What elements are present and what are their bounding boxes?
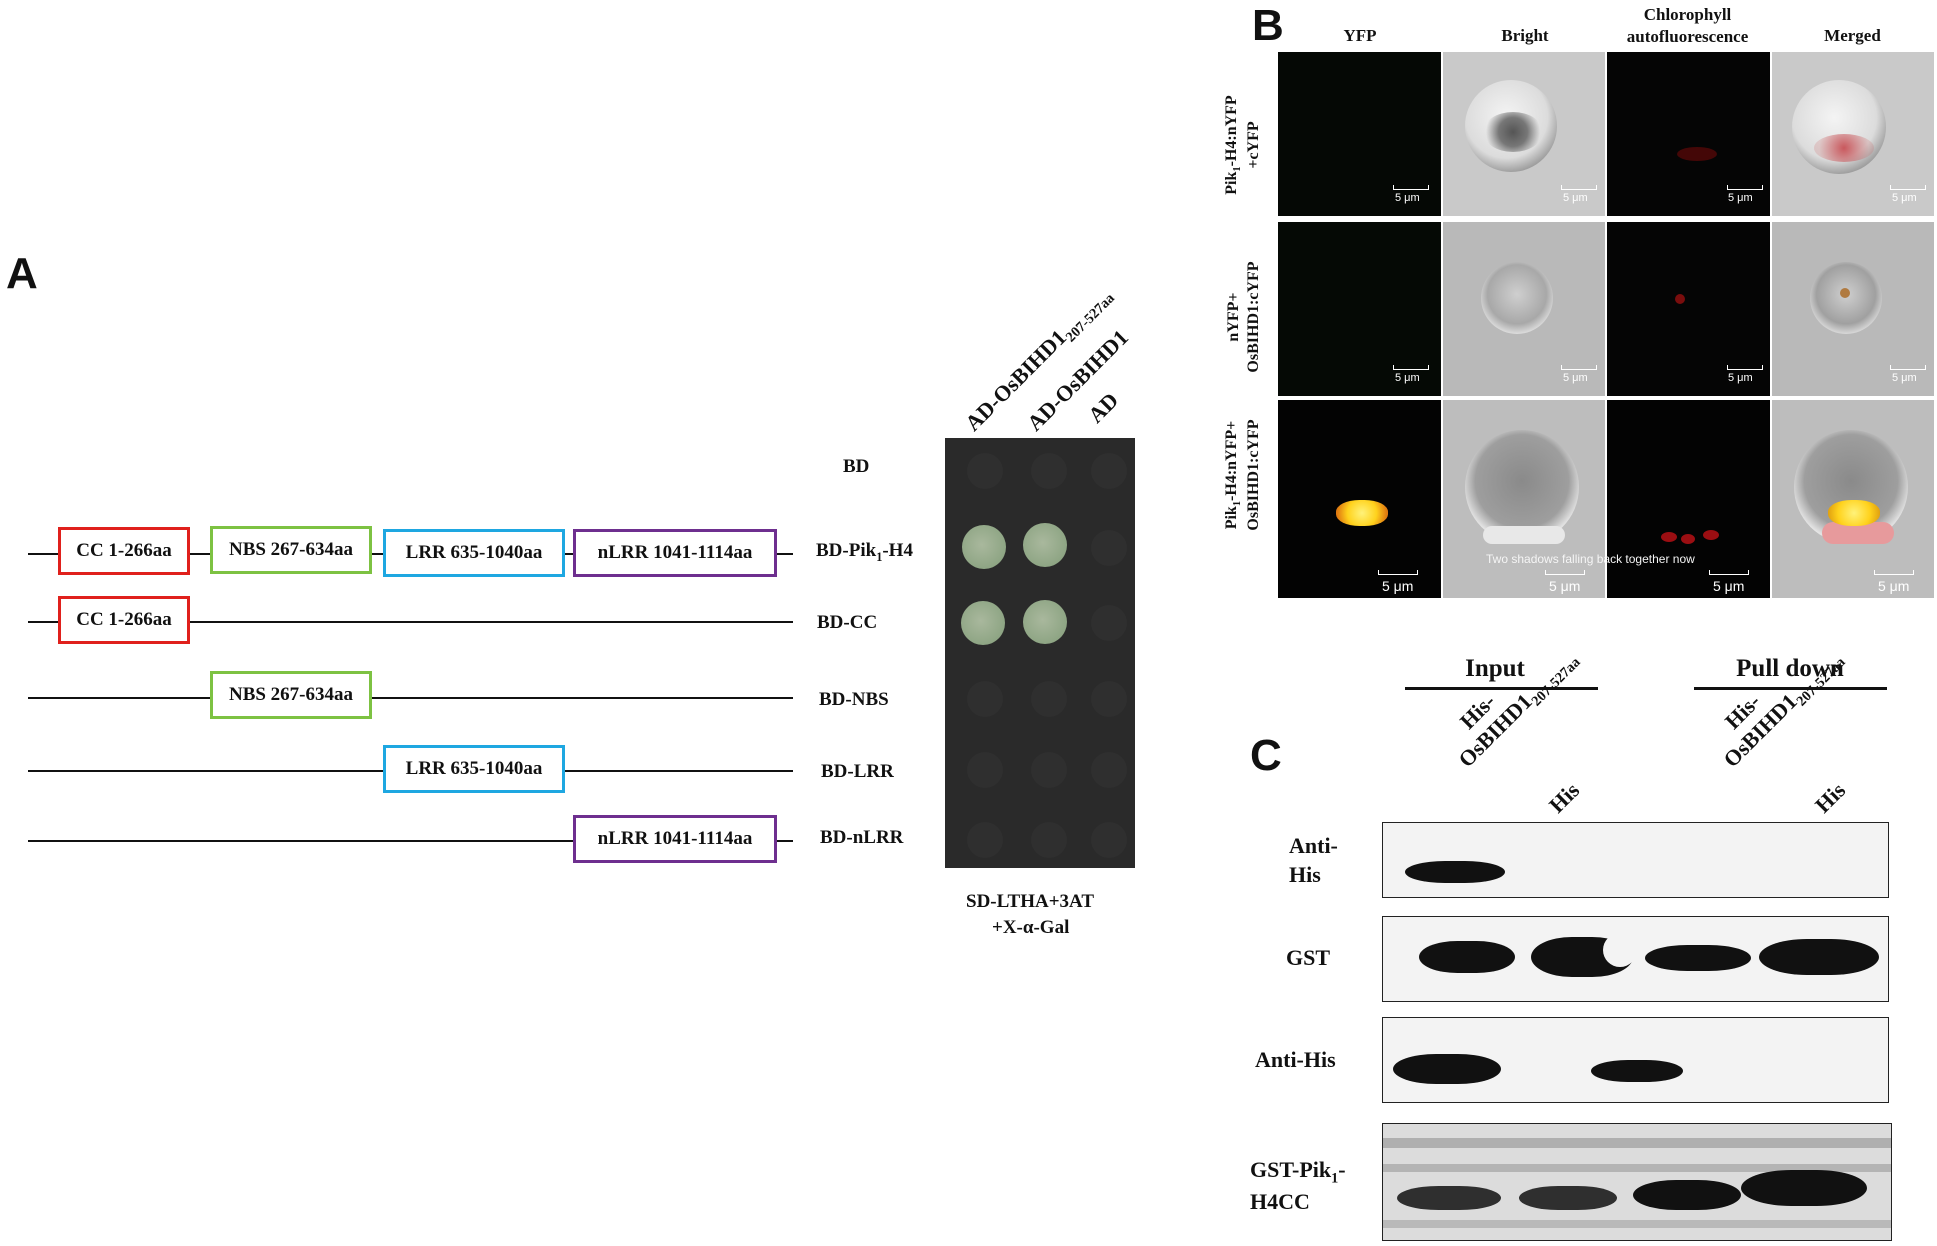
blot-gst (1382, 916, 1889, 1002)
colony-ghost (1091, 530, 1127, 566)
band (1741, 1170, 1867, 1206)
label-bd-pik: BD-Pik1-H4 (816, 540, 913, 564)
lane-his-osbihd1-pulldown: His-OsBIHD1207-527aa (1718, 654, 1849, 773)
medium-label-1: SD-LTHA+3AT (966, 891, 1095, 912)
colony-ghost (1031, 752, 1067, 788)
domain-cc-only: CC 1-266aa (58, 596, 190, 644)
colony-ghost (1091, 752, 1127, 788)
row-label-b2: nYFP+OsBIHD1:cYFP (1225, 261, 1262, 373)
micro-r3-chloro: 5 μm (1607, 400, 1770, 598)
colony-positive (1023, 523, 1067, 567)
lane-his-pulldown: His (1810, 777, 1851, 818)
micro-r2-merged: 5 μm (1772, 222, 1934, 396)
band (1633, 1180, 1741, 1210)
colony-ghost (967, 681, 1003, 717)
col-head-merged: Merged (1824, 26, 1881, 45)
domain-nlrr: nLRR 1041-1114aa (573, 529, 777, 577)
label-bd-cc: BD-CC (817, 612, 878, 633)
band (1645, 945, 1751, 971)
col-head-yfp: YFP (1343, 26, 1377, 45)
band (1419, 941, 1515, 973)
blot-label-gst-pik: GST-Pik1-H4CC (1250, 1157, 1346, 1214)
col-head-bright: Bright (1501, 26, 1549, 45)
yeast-plate (945, 438, 1135, 868)
colony-positive (961, 601, 1005, 645)
domain-lrr-only: LRR 635-1040aa (383, 745, 565, 793)
colony-ghost (967, 752, 1003, 788)
group-input: Input (1465, 655, 1525, 682)
lane-his-input: His (1544, 777, 1585, 818)
band (1519, 1186, 1617, 1210)
domain-nbs-only: NBS 267-634aa (210, 671, 372, 719)
micro-r2-yfp: 5 μm (1278, 222, 1441, 396)
micro-r3-yfp: 5 μm (1278, 400, 1441, 598)
overlay-caption: Two shadows falling back together now (1486, 552, 1695, 566)
colony-ghost (967, 822, 1003, 858)
blot-anti-his-2 (1382, 1017, 1889, 1103)
colony-ghost (967, 453, 1003, 489)
colony-positive (1023, 600, 1067, 644)
colony-ghost (1031, 822, 1067, 858)
micro-r2-bright: 5 μm (1443, 222, 1605, 396)
domain-nlrr-only: nLRR 1041-1114aa (573, 815, 777, 863)
row-label-b3: Pik1-H4:nYFP+OsBIHD1:cYFP (1223, 419, 1263, 531)
blot-label-gst: GST (1286, 945, 1331, 970)
domain-lrr: LRR 635-1040aa (383, 529, 565, 577)
construct-line-nlrr (28, 840, 793, 842)
label-bd-nlrr: BD-nLRR (820, 827, 904, 848)
colony-positive (962, 525, 1006, 569)
medium-label-2: +X-α-Gal (992, 917, 1070, 938)
group-pulldown: Pull down (1736, 655, 1844, 682)
blot-gst-pik (1382, 1123, 1892, 1241)
band (1759, 939, 1879, 975)
blot-label-anti-his-1: Anti-His (1289, 833, 1338, 887)
colony-ghost (1091, 453, 1127, 489)
lane-his-osbihd1-input: His-OsBIHD1207-527aa (1453, 654, 1584, 773)
domain-cc: CC 1-266aa (58, 527, 190, 575)
colony-ghost (1091, 605, 1127, 641)
colony-ghost (1031, 681, 1067, 717)
col-label-ad: AD (1083, 387, 1124, 428)
construct-line-nbs (28, 697, 793, 699)
label-bd-nbs: BD-NBS (819, 689, 889, 710)
band (1397, 1186, 1501, 1210)
band (1405, 861, 1505, 883)
panel-a-letter: A (6, 249, 38, 298)
group-pulldown-line (1694, 687, 1887, 690)
blot-anti-his-1 (1382, 822, 1889, 898)
blot-label-anti-his-2: Anti-His (1255, 1047, 1336, 1072)
band (1591, 1060, 1683, 1082)
panel-b-letter: B (1252, 1, 1284, 50)
construct-line-cc (28, 621, 793, 623)
micro-r2-chloro: 5 μm (1607, 222, 1770, 396)
label-bd-lrr: BD-LRR (821, 761, 894, 782)
group-input-line (1405, 687, 1598, 690)
micro-r1-bright: 5 μm (1443, 52, 1605, 216)
panel-c-letter: C (1250, 731, 1282, 780)
micro-r3-bright: 5 μm (1443, 400, 1605, 598)
colony-ghost (1031, 453, 1067, 489)
row-label-b1: Pik1-H4:nYFP+cYFP (1223, 95, 1263, 195)
domain-nbs: NBS 267-634aa (210, 526, 372, 574)
micro-r1-yfp: 5 μm (1278, 52, 1441, 216)
colony-ghost (1091, 681, 1127, 717)
micro-r3-merged: 5 μm (1772, 400, 1934, 598)
label-bd: BD (843, 456, 870, 477)
band (1393, 1054, 1501, 1084)
micro-r1-chloro: 5 μm (1607, 52, 1770, 216)
micrograph-grid: 5 μm 5 μm 5 μm 5 μm 5 μm 5 μm 5 μm (1278, 52, 1934, 598)
micro-r1-merged: 5 μm (1772, 52, 1934, 216)
colony-ghost (1091, 822, 1127, 858)
